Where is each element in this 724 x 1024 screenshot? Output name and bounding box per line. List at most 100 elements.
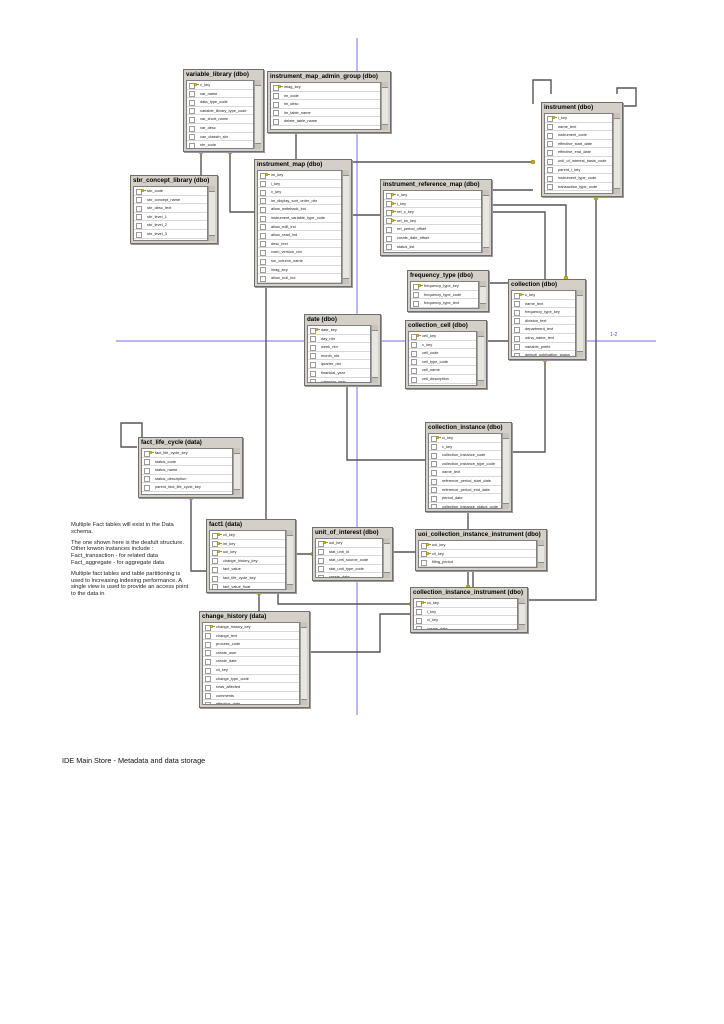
column-row[interactable]: delete_table_name (271, 117, 380, 126)
column-checkbox[interactable] (189, 99, 195, 106)
column-checkbox[interactable] (411, 342, 417, 349)
column-row[interactable]: create_date_offset (384, 234, 481, 243)
table-scrollbar[interactable] (477, 331, 484, 386)
column-row[interactable]: collection_instance_type_code (429, 460, 501, 469)
column-checkbox[interactable] (189, 108, 195, 115)
column-row[interactable]: create_user (203, 649, 299, 658)
column-row[interactable]: change_history_key (203, 623, 299, 632)
column-checkbox[interactable] (547, 158, 553, 165)
column-row[interactable]: sbr_desc_text (134, 204, 207, 213)
column-checkbox[interactable] (212, 575, 218, 582)
column-row[interactable]: status_code (142, 458, 232, 467)
column-checkbox[interactable] (310, 361, 316, 368)
column-row[interactable]: cii_key (414, 599, 517, 608)
column-row[interactable]: sbr_level_3 (134, 230, 207, 239)
column-row[interactable]: department_text (512, 325, 575, 334)
column-checkbox[interactable] (514, 309, 520, 316)
column-row[interactable]: uoi_key (210, 548, 285, 557)
table-scrollbar[interactable] (300, 622, 307, 705)
column-checkbox[interactable] (205, 633, 211, 640)
column-row[interactable]: src_column_name (258, 257, 341, 266)
column-row[interactable]: v_key (258, 188, 341, 197)
column-row[interactable]: week_nbr (308, 343, 370, 352)
column-row[interactable]: odna_name_text (512, 334, 575, 343)
column-row[interactable]: parent_fact_life_cycle_key (142, 483, 232, 492)
column-checkbox[interactable] (411, 350, 417, 357)
column-checkbox[interactable] (205, 667, 211, 674)
column-row[interactable]: can_classfn_sbr (187, 133, 253, 142)
column-checkbox[interactable] (205, 650, 211, 657)
column-row[interactable]: instrument_variable_type_code (258, 214, 341, 223)
column-row[interactable]: day_nbr (308, 335, 370, 344)
column-checkbox[interactable] (386, 226, 392, 233)
column-row[interactable]: status_list (384, 243, 481, 252)
column-row[interactable]: sbr_level_1 (134, 213, 207, 222)
column-row[interactable]: im_code (271, 92, 380, 101)
column-row[interactable]: calendar_year (308, 378, 370, 382)
column-row[interactable]: comments (203, 692, 299, 701)
column-checkbox[interactable] (514, 335, 520, 342)
column-row[interactable]: i_key (384, 200, 481, 209)
column-row[interactable]: i_key (414, 608, 517, 617)
column-checkbox[interactable] (136, 197, 142, 204)
column-row[interactable]: ci_key (429, 434, 501, 443)
column-row[interactable]: stat_unit_id (316, 548, 382, 557)
column-checkbox[interactable] (273, 118, 279, 125)
column-checkbox[interactable] (431, 469, 437, 476)
column-row[interactable]: ref_im_code_alias (384, 251, 481, 252)
column-row[interactable]: cell_name (409, 366, 476, 375)
column-checkbox[interactable] (144, 493, 150, 494)
column-row[interactable]: cell_type_code (409, 358, 476, 367)
column-row[interactable]: fact_life_cycle_key (210, 574, 285, 583)
column-row[interactable]: frequency_type_code (411, 291, 478, 300)
table-scrollbar[interactable] (254, 80, 261, 149)
column-checkbox[interactable] (514, 301, 520, 308)
column-row[interactable]: cell_description (409, 375, 476, 384)
table-fact-life-cycle[interactable]: fact_life_cycle (data)fact_life_cycle_ke… (138, 437, 243, 498)
column-row[interactable]: parent_i_key (545, 166, 612, 175)
column-row[interactable]: create_date (203, 657, 299, 666)
column-row[interactable]: im_desc (271, 100, 380, 109)
column-row[interactable]: data_type_code (187, 98, 253, 107)
column-checkbox[interactable] (411, 376, 417, 383)
column-row[interactable]: c_key (409, 341, 476, 350)
column-checkbox[interactable] (260, 181, 266, 188)
column-checkbox[interactable] (212, 558, 218, 565)
column-checkbox[interactable] (310, 344, 316, 351)
column-row[interactable]: stat_unit_source_code (316, 556, 382, 565)
column-row[interactable]: effective_date (203, 700, 299, 704)
column-checkbox[interactable] (411, 385, 417, 386)
column-checkbox[interactable] (547, 141, 553, 148)
column-row[interactable]: sbr_code (187, 141, 253, 148)
column-row[interactable]: filing_period (419, 558, 536, 567)
column-row[interactable]: effective_start_date (545, 140, 612, 149)
column-checkbox[interactable] (205, 693, 211, 700)
column-row[interactable]: cell_key (409, 332, 476, 341)
column-checkbox[interactable] (205, 676, 211, 683)
column-row[interactable]: frequency_type_key (411, 282, 478, 291)
table-scrollbar[interactable] (537, 540, 544, 568)
column-row[interactable]: reference_period_end_date (429, 486, 501, 495)
column-checkbox[interactable] (514, 352, 520, 356)
column-checkbox[interactable] (421, 559, 427, 566)
column-row[interactable]: cii_key (419, 550, 536, 559)
column-checkbox[interactable] (310, 370, 316, 377)
column-checkbox[interactable] (413, 292, 419, 299)
column-checkbox[interactable] (260, 206, 266, 213)
column-checkbox[interactable] (260, 232, 266, 239)
column-row[interactable]: allow_edit_ind (258, 223, 341, 232)
column-checkbox[interactable] (514, 326, 520, 333)
column-row[interactable]: im_display_sort_order_nbr (258, 197, 341, 206)
column-row[interactable]: cell_code (409, 349, 476, 358)
column-checkbox[interactable] (547, 184, 553, 191)
column-row[interactable]: ci_key (414, 616, 517, 625)
column-row[interactable]: process_rank_nbr (142, 492, 232, 494)
column-row[interactable]: fact_value_float (210, 583, 285, 589)
column-row[interactable]: fact_value (210, 565, 285, 574)
